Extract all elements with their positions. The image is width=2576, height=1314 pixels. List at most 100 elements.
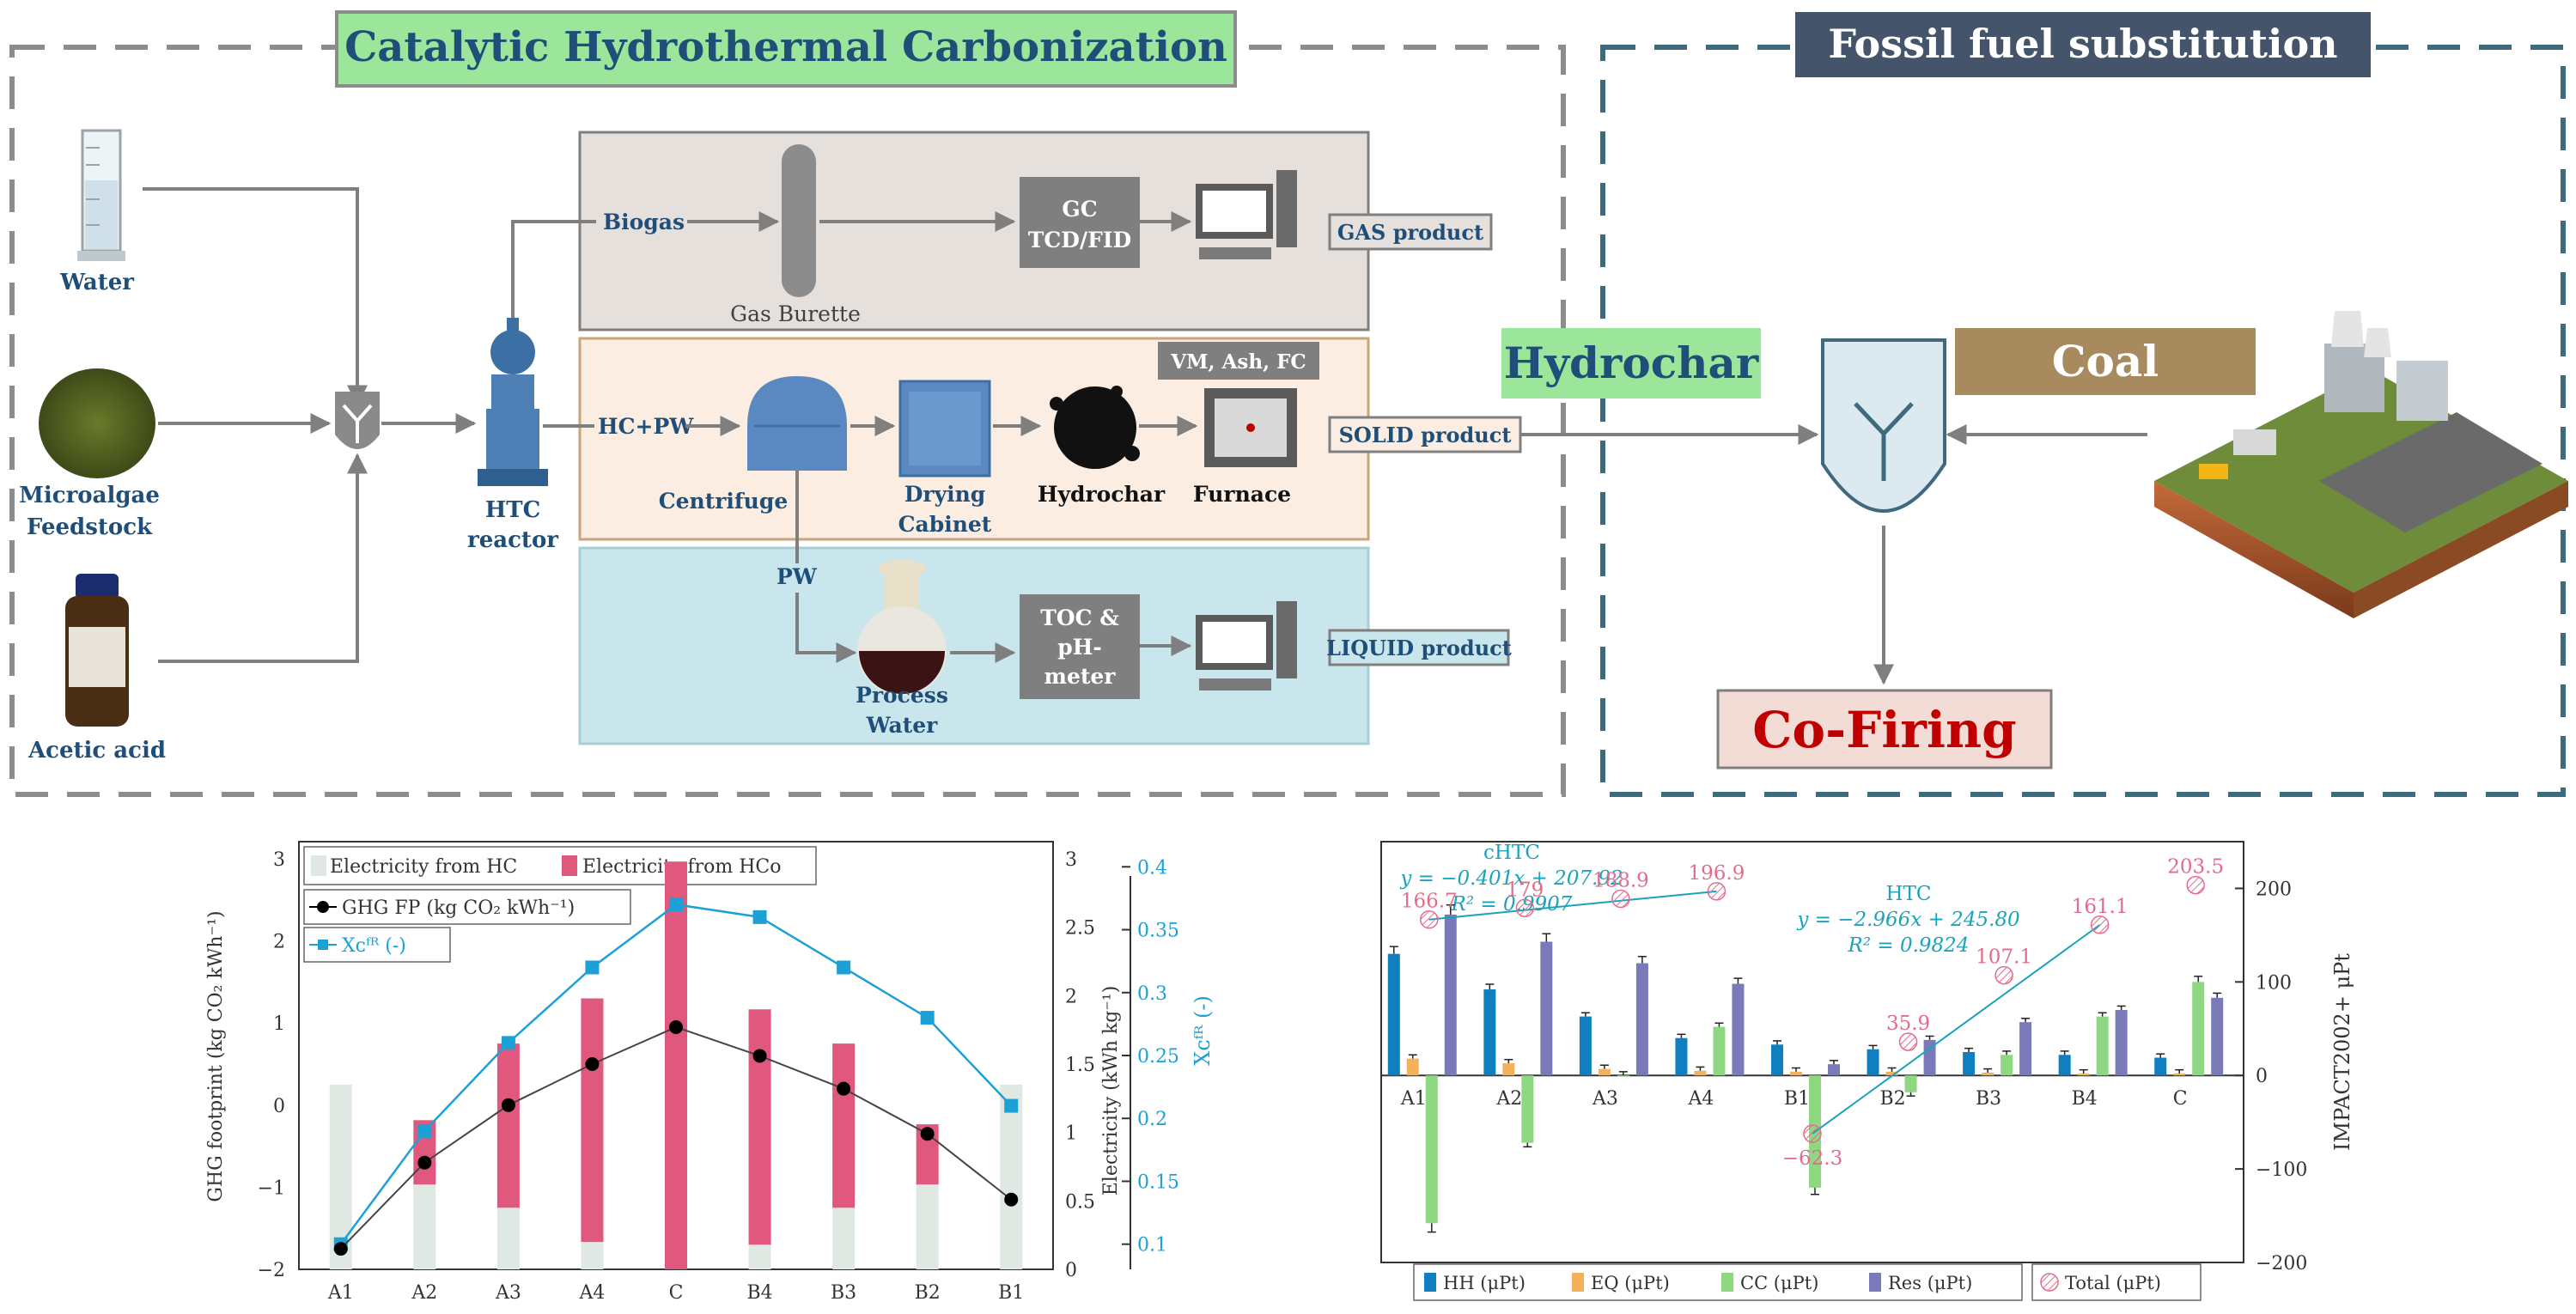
chart2-x-tick: C bbox=[2173, 1088, 2188, 1110]
chart2-bar-cc bbox=[2001, 1055, 2013, 1076]
chart1-left-tick: 2 bbox=[273, 932, 285, 953]
chart1-ylabel-right: Xᴄᶠᴿ (-) bbox=[1191, 995, 1215, 1066]
htc-title-box bbox=[335, 10, 1237, 88]
drying-label-1: Drying bbox=[904, 482, 986, 507]
htc-title: Catalytic Hydrothermal Carbonization bbox=[344, 23, 1227, 71]
chart2-y-tick: 200 bbox=[2256, 879, 2292, 900]
coal-box-label: Coal bbox=[2052, 336, 2159, 386]
chart2-bar-eq bbox=[1885, 1071, 1898, 1076]
chart2-bar-hh bbox=[1771, 1044, 1783, 1076]
gc-box bbox=[1020, 177, 1140, 268]
reactor-label-1: HTC bbox=[485, 497, 541, 523]
chart1-left-tick: 0 bbox=[273, 1096, 285, 1117]
coal-box bbox=[1955, 328, 2256, 395]
power-plant-mine-icon bbox=[2154, 311, 2568, 618]
chart2-bar-hh bbox=[2058, 1055, 2071, 1076]
toc-label-2: pH- bbox=[1057, 635, 1101, 660]
chart1-bar-hc bbox=[832, 1208, 856, 1269]
liquid-product-box bbox=[1328, 629, 1510, 666]
drying-label-2: Cabinet bbox=[898, 512, 992, 537]
water-label: Water bbox=[59, 270, 134, 295]
chart1-left-tick: 3 bbox=[273, 849, 285, 871]
fossil-title-box bbox=[1795, 12, 2371, 77]
reactor-to-biogas-line bbox=[511, 220, 596, 318]
impact-chart: IMPACT2002+ μPt cHTC y = −0.401x + 207.9… bbox=[1380, 841, 2354, 1301]
chart2-y-tick: −100 bbox=[2256, 1159, 2307, 1181]
chart2-total-label: 35.9 bbox=[1886, 1013, 1930, 1035]
chart2-bar-res bbox=[2211, 997, 2224, 1076]
chart1-xcfr-point bbox=[920, 1011, 935, 1025]
acetic-line bbox=[158, 453, 368, 663]
chart2-y-tick: 0 bbox=[2256, 1066, 2268, 1087]
chart2-bar-hh bbox=[1867, 1049, 1879, 1076]
centrifuge-label: Centrifuge bbox=[659, 489, 789, 514]
liquid-product-label: LIQUID product bbox=[1326, 636, 1512, 660]
legend-hc: Electricity from HC bbox=[330, 856, 517, 878]
microalgae-icon bbox=[39, 368, 155, 478]
chart2-bar-res bbox=[1635, 963, 1648, 1076]
chart1-mid-tick: 3 bbox=[1065, 849, 1077, 871]
chart2-bar-res bbox=[1828, 1064, 1840, 1076]
fit2-name: HTC bbox=[1886, 883, 1932, 905]
chart2-bar-hh bbox=[1387, 953, 1400, 1076]
chart2-bar-eq bbox=[1982, 1072, 1994, 1076]
chart2-total-label: 166.7 bbox=[1401, 891, 1458, 913]
legend-ghg: GHG FP (kg CO₂ kWh⁻¹) bbox=[342, 897, 575, 919]
process-diagram: Catalytic Hydrothermal Carbonization Fos… bbox=[9, 10, 2568, 797]
chart1-mid-tick: 2.5 bbox=[1065, 918, 1095, 940]
chart1-bar-hc bbox=[581, 1242, 604, 1269]
chart2-x-tick: B4 bbox=[2072, 1088, 2098, 1110]
chart2-plot-area bbox=[1380, 841, 2244, 1263]
hydrochar-icon bbox=[1050, 386, 1140, 469]
chart2-total-point bbox=[1994, 965, 2013, 985]
chart2-bar-res bbox=[1923, 1039, 1936, 1076]
legend-hh: HH (μPt) bbox=[1443, 1273, 1526, 1293]
chart1-bar-hco bbox=[581, 998, 604, 1243]
vm-box bbox=[1158, 342, 1319, 380]
chart1-right-tick: 0.4 bbox=[1137, 857, 1167, 879]
chart1-x-tick: A1 bbox=[327, 1282, 354, 1304]
toc-box bbox=[1020, 594, 1140, 699]
electricity-ghg-chart: Electricity from HC Electricity from HCo… bbox=[205, 841, 1215, 1304]
chart2-bar-cc bbox=[2192, 982, 2205, 1076]
chart2-bar-cc bbox=[1425, 1075, 1438, 1224]
chart2-bar-cc bbox=[1617, 1075, 1629, 1077]
chart2-total-point bbox=[2090, 916, 2110, 934]
chart2-total-label: 196.9 bbox=[1689, 862, 1745, 885]
chart2-x-tick: B1 bbox=[1784, 1088, 1810, 1110]
chart1-mid-tick: 0 bbox=[1065, 1260, 1077, 1281]
microalgae-label-2: Feedstock bbox=[27, 514, 153, 540]
chart2-bar-eq bbox=[1694, 1070, 1707, 1076]
pw-label: PW bbox=[776, 564, 818, 589]
chart2-bar-cc bbox=[2096, 1016, 2109, 1076]
chart2-bar-res bbox=[1444, 914, 1457, 1076]
chart2-total-point bbox=[2186, 875, 2205, 895]
gas-burette-icon bbox=[782, 144, 816, 297]
gc-label-1: GC bbox=[1062, 197, 1097, 222]
hydrochar-box bbox=[1501, 328, 1761, 398]
chart1-x-tick: A4 bbox=[578, 1282, 605, 1304]
chart1-xcfr-point bbox=[417, 1123, 432, 1138]
chart1-bar-hc bbox=[413, 1184, 436, 1269]
mixer-icon bbox=[335, 392, 380, 449]
chart1-legend: Electricity from HC Electricity from HCo… bbox=[303, 846, 817, 963]
chart2-x-tick: B2 bbox=[1879, 1088, 1905, 1110]
chart1-xcfr-point bbox=[585, 960, 600, 975]
fit2-r2: R² = 0.9824 bbox=[1848, 934, 1970, 957]
graduated-cylinder-icon bbox=[77, 129, 125, 261]
chart2-total-point bbox=[1420, 909, 1439, 929]
chart2-bar-hh bbox=[1579, 1016, 1592, 1076]
legend-eq: EQ (μPt) bbox=[1591, 1273, 1670, 1293]
legend-total: Total (μPt) bbox=[2065, 1273, 2161, 1293]
chart1-xcfr-point bbox=[1004, 1098, 1019, 1113]
hydrochar-box-label: Hydrochar bbox=[1504, 338, 1759, 388]
flask-icon bbox=[857, 560, 947, 696]
chart2-total-point bbox=[1707, 882, 1726, 901]
chart2-total-label: 179 bbox=[1506, 879, 1544, 901]
chart2-bar-eq bbox=[1502, 1063, 1515, 1076]
biogas-label: Biogas bbox=[603, 210, 685, 234]
chart1-x-tick: B4 bbox=[746, 1282, 772, 1304]
gc-label-2: TCD/FID bbox=[1028, 228, 1131, 252]
chart2-bar-res bbox=[1732, 983, 1745, 1076]
chart2-bar-eq bbox=[2077, 1074, 2090, 1076]
